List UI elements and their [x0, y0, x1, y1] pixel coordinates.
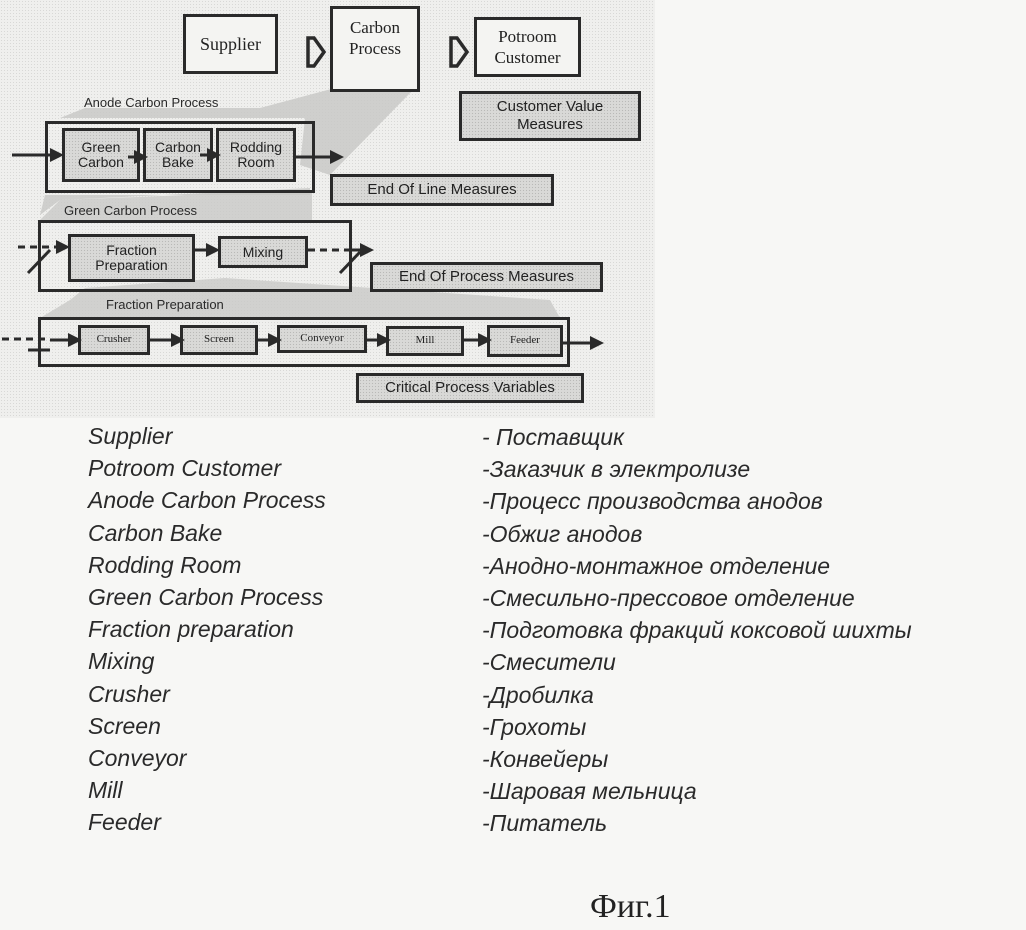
legend-en-item: Supplier: [88, 420, 326, 452]
legend-en-item: Mill: [88, 774, 326, 806]
legend-ru-item: -Подготовка фракций коксовой шихты: [482, 614, 912, 646]
legend-en-item: Anode Carbon Process: [88, 484, 326, 516]
legend-ru-item: -Смесители: [482, 646, 912, 678]
legend-ru-item: - Поставщик: [482, 421, 912, 453]
legend-en-item: Rodding Room: [88, 549, 326, 581]
figure-caption: Фиг.1: [590, 888, 671, 926]
legend-ru-item: -Заказчик в электролизе: [482, 453, 912, 485]
process-diagram: Supplier Carbon Process Potroom Customer…: [0, 0, 655, 418]
legend-en-item: Feeder: [88, 806, 326, 838]
legend-en-item: Green Carbon Process: [88, 581, 326, 613]
legend-ru-item: -Анодно-монтажное отделение: [482, 550, 912, 582]
legend-ru-item: -Питатель: [482, 807, 912, 839]
legend-ru-item: -Процесс производства анодов: [482, 485, 912, 517]
legend-en-item: Conveyor: [88, 742, 326, 774]
legend-en-item: Crusher: [88, 678, 326, 710]
legend-russian-column: - Поставщик -Заказчик в электролизе -Про…: [482, 421, 912, 839]
legend-ru-item: -Дробилка: [482, 679, 912, 711]
legend-english-column: Supplier Potroom Customer Anode Carbon P…: [88, 420, 326, 838]
legend-en-item: Carbon Bake: [88, 517, 326, 549]
legend-en-item: Fraction preparation: [88, 613, 326, 645]
feedback-slash: [340, 252, 360, 273]
legend-ru-item: -Грохоты: [482, 711, 912, 743]
legend-ru-item: -Смесильно-прессовое отделение: [482, 582, 912, 614]
legend-ru-item: -Конвейеры: [482, 743, 912, 775]
legend-en-item: Mixing: [88, 645, 326, 677]
legend-ru-item: -Обжиг анодов: [482, 518, 912, 550]
flow-connectors: [0, 0, 655, 418]
legend-en-item: Screen: [88, 710, 326, 742]
legend-en-item: Potroom Customer: [88, 452, 326, 484]
legend-ru-item: -Шаровая мельница: [482, 775, 912, 807]
feedback-slash: [28, 250, 50, 273]
